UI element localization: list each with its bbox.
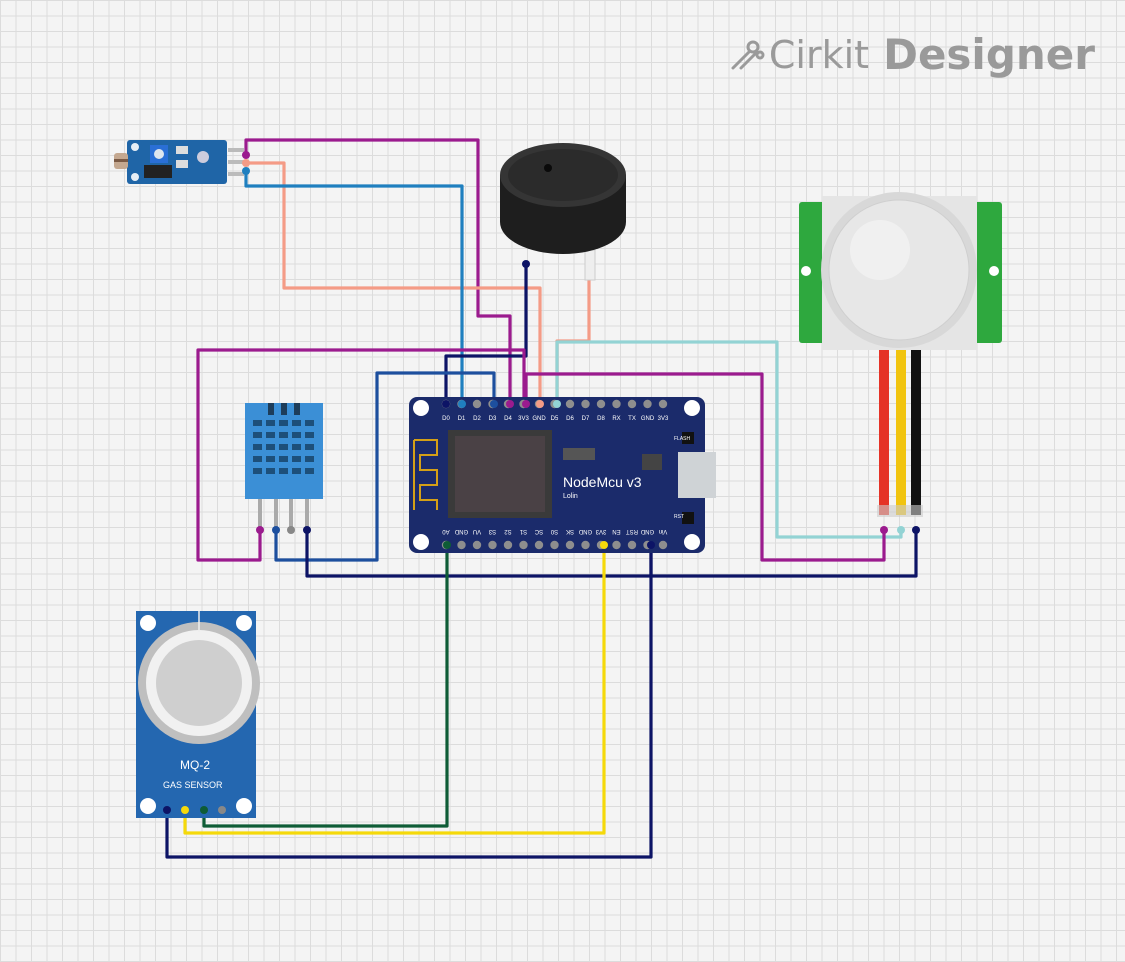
pin-label: D4 — [504, 416, 512, 422]
pin-s2[interactable] — [503, 540, 513, 550]
pin-label: 3V3 — [658, 416, 669, 422]
wire-dht-gnd[interactable] — [305, 528, 918, 578]
pin-s1[interactable] — [519, 540, 528, 550]
pin-label: EN — [612, 528, 620, 534]
wire-dht-vcc[interactable] — [196, 348, 526, 562]
wire-mq2-gnd[interactable] — [165, 543, 653, 859]
mq2-gas-sensor[interactable]: MQ-2 GAS SENSOR — [136, 611, 260, 818]
pin-label: D7 — [582, 416, 590, 422]
pin-d2[interactable] — [472, 399, 482, 409]
pin-tx[interactable] — [627, 399, 637, 409]
flash-label: FLASH — [674, 436, 691, 442]
pin-label: S3 — [488, 528, 496, 534]
brand-logo: Cirkit Designer — [729, 30, 1095, 79]
pin-label: GND — [454, 528, 468, 534]
pin-vin[interactable] — [658, 540, 668, 550]
cirkit-logo-icon — [731, 40, 765, 69]
pin-d8[interactable] — [596, 399, 606, 409]
pin-rst[interactable] — [627, 540, 637, 550]
board-sub: Lolin — [563, 493, 578, 500]
pin-label: VU — [473, 528, 481, 534]
pin-rx[interactable] — [612, 399, 621, 409]
pin-label: RX — [612, 416, 620, 422]
pin-sk[interactable] — [565, 540, 575, 550]
pin-label: A0 — [442, 528, 450, 534]
pin-label: Vin — [659, 528, 668, 534]
pin-gnd[interactable] — [643, 399, 652, 409]
pin-s3[interactable] — [488, 540, 497, 550]
pin-sc[interactable] — [534, 540, 544, 550]
mq2-gas-label: GAS SENSOR — [163, 780, 223, 790]
wire-pir-vcc[interactable] — [524, 372, 886, 562]
wire-buzzer-neg[interactable] — [555, 262, 591, 406]
wire-mq2-vcc[interactable] — [183, 543, 606, 835]
pin-gnd[interactable] — [581, 540, 590, 550]
pin-3v3[interactable] — [658, 399, 668, 409]
nodemcu-board[interactable]: FLASH RST NodeMcu v3 Lolin D0 D1 D2 D3 D4 3V3… — [409, 397, 716, 553]
pin-label: GND — [578, 528, 592, 534]
board-name: NodeMcu v3 — [563, 474, 642, 490]
pin-label: D8 — [597, 416, 605, 422]
pin-label: GND — [640, 528, 654, 534]
brand-name-designer: Designer — [883, 30, 1095, 79]
pir-sensor[interactable] — [799, 192, 1002, 534]
pin-d6[interactable] — [565, 399, 575, 409]
pin-s0[interactable] — [550, 540, 559, 550]
wire-buzzer-pos[interactable] — [444, 262, 528, 406]
pin-label: TX — [628, 416, 636, 422]
wire-pir-out[interactable] — [555, 340, 903, 539]
pin-label: RST — [626, 528, 638, 534]
pin-label: SC — [534, 528, 543, 534]
mq2-model-label: MQ-2 — [180, 758, 210, 772]
pin-gnd[interactable] — [457, 540, 466, 550]
dht11-sensor[interactable] — [245, 403, 323, 534]
pin-label: S1 — [519, 528, 527, 534]
pin-label: GND — [641, 416, 655, 422]
pin-label: D1 — [458, 416, 466, 422]
pin-en[interactable] — [612, 540, 621, 550]
ldr-module[interactable] — [114, 140, 250, 184]
pin-label: 3V3 — [595, 528, 606, 534]
rst-label: RST — [674, 514, 684, 520]
pin-label: 3V3 — [518, 416, 529, 422]
wire-dht-data[interactable] — [274, 371, 496, 562]
wire-ldr-gnd[interactable] — [244, 161, 542, 406]
pin-label: SK — [566, 528, 574, 534]
wire-ldr-vcc[interactable] — [244, 138, 512, 406]
pin-label: GND — [532, 416, 546, 422]
pin-label: D0 — [442, 416, 450, 422]
pin-label: D2 — [473, 416, 481, 422]
pin-d7[interactable] — [581, 399, 590, 409]
pin-label: S2 — [504, 528, 512, 534]
pin-label: S0 — [550, 528, 558, 534]
pin-label: D5 — [551, 416, 559, 422]
brand-name-cirkit: Cirkit — [768, 32, 870, 77]
pin-vu[interactable] — [472, 540, 482, 550]
pin-label: D3 — [489, 416, 497, 422]
pin-label: D6 — [566, 416, 574, 422]
buzzer[interactable] — [500, 143, 626, 281]
wire-ldr-do[interactable] — [244, 169, 464, 406]
